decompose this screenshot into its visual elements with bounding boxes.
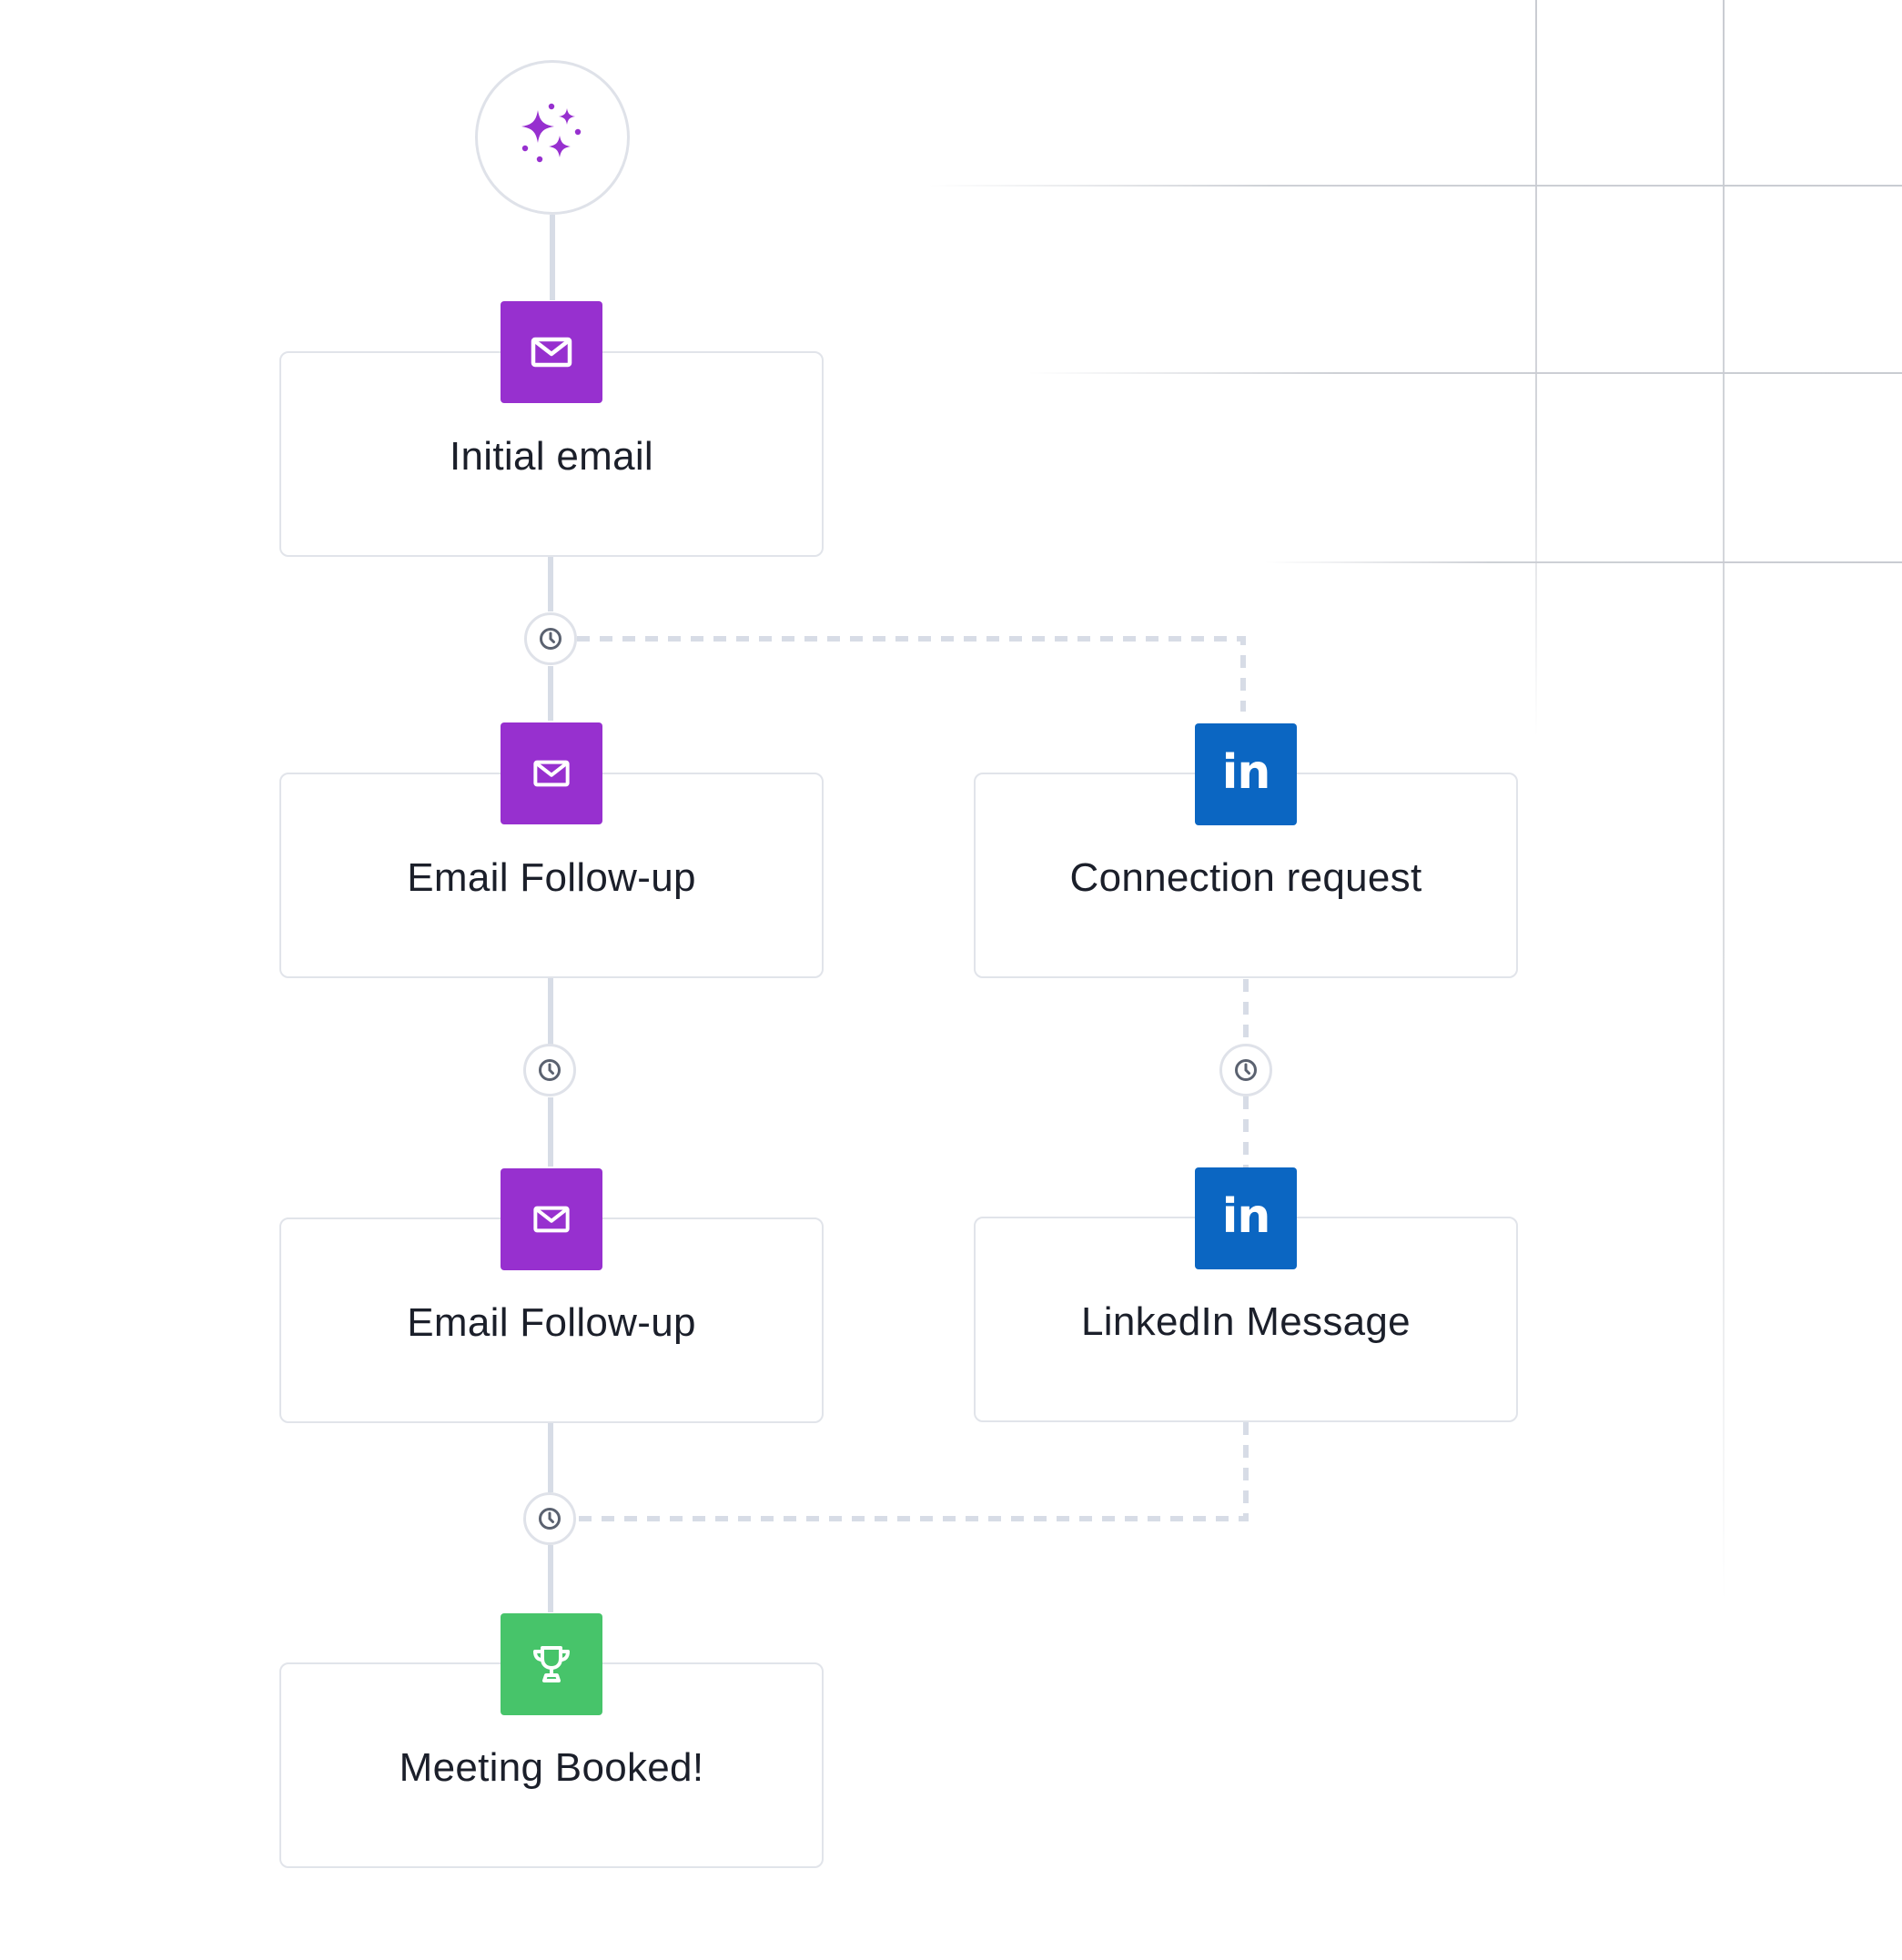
- grid-line: [928, 185, 1902, 187]
- delay-timer[interactable]: [523, 1492, 576, 1545]
- linkedin-icon: in: [1221, 745, 1271, 800]
- delay-timer[interactable]: [524, 612, 577, 665]
- start-node[interactable]: [475, 60, 630, 215]
- mail-icon: [533, 1206, 570, 1233]
- delay-timer[interactable]: [1219, 1044, 1272, 1096]
- delay-timer[interactable]: [523, 1044, 576, 1096]
- step-label: Initial email: [450, 434, 653, 479]
- step-label: Email Follow-up: [407, 1300, 696, 1345]
- clock-icon: [1235, 1059, 1257, 1081]
- connector-dashed: [577, 1422, 1249, 1521]
- connector-dashed: [577, 636, 1246, 712]
- email-step-badge: [501, 722, 602, 824]
- sparkles-icon: [521, 103, 582, 163]
- linkedin-icon: in: [1221, 1189, 1271, 1244]
- email-step-badge: [501, 1168, 602, 1270]
- step-label: Meeting Booked!: [399, 1745, 704, 1790]
- trophy-icon: [533, 1646, 570, 1682]
- step-card-linkedin-message[interactable]: LinkedIn Message: [974, 1217, 1518, 1422]
- mail-icon: [531, 337, 572, 368]
- step-card-email-follow-up[interactable]: Email Follow-up: [279, 1217, 824, 1423]
- clock-icon: [540, 628, 561, 650]
- email-step-badge: [501, 301, 602, 403]
- grid-line: [1265, 561, 1902, 563]
- grid-line: [1028, 372, 1902, 374]
- step-label: Email Follow-up: [407, 855, 696, 900]
- clock-icon: [539, 1508, 561, 1530]
- grid-line: [1723, 0, 1725, 1601]
- linkedin-step-badge: in: [1195, 1167, 1297, 1269]
- success-step-badge: [501, 1613, 602, 1715]
- step-label: Connection request: [1069, 855, 1422, 900]
- linkedin-step-badge: in: [1195, 723, 1297, 825]
- clock-icon: [539, 1059, 561, 1081]
- mail-icon: [533, 760, 570, 787]
- grid-line: [1535, 0, 1537, 737]
- step-label: LinkedIn Message: [1081, 1299, 1411, 1344]
